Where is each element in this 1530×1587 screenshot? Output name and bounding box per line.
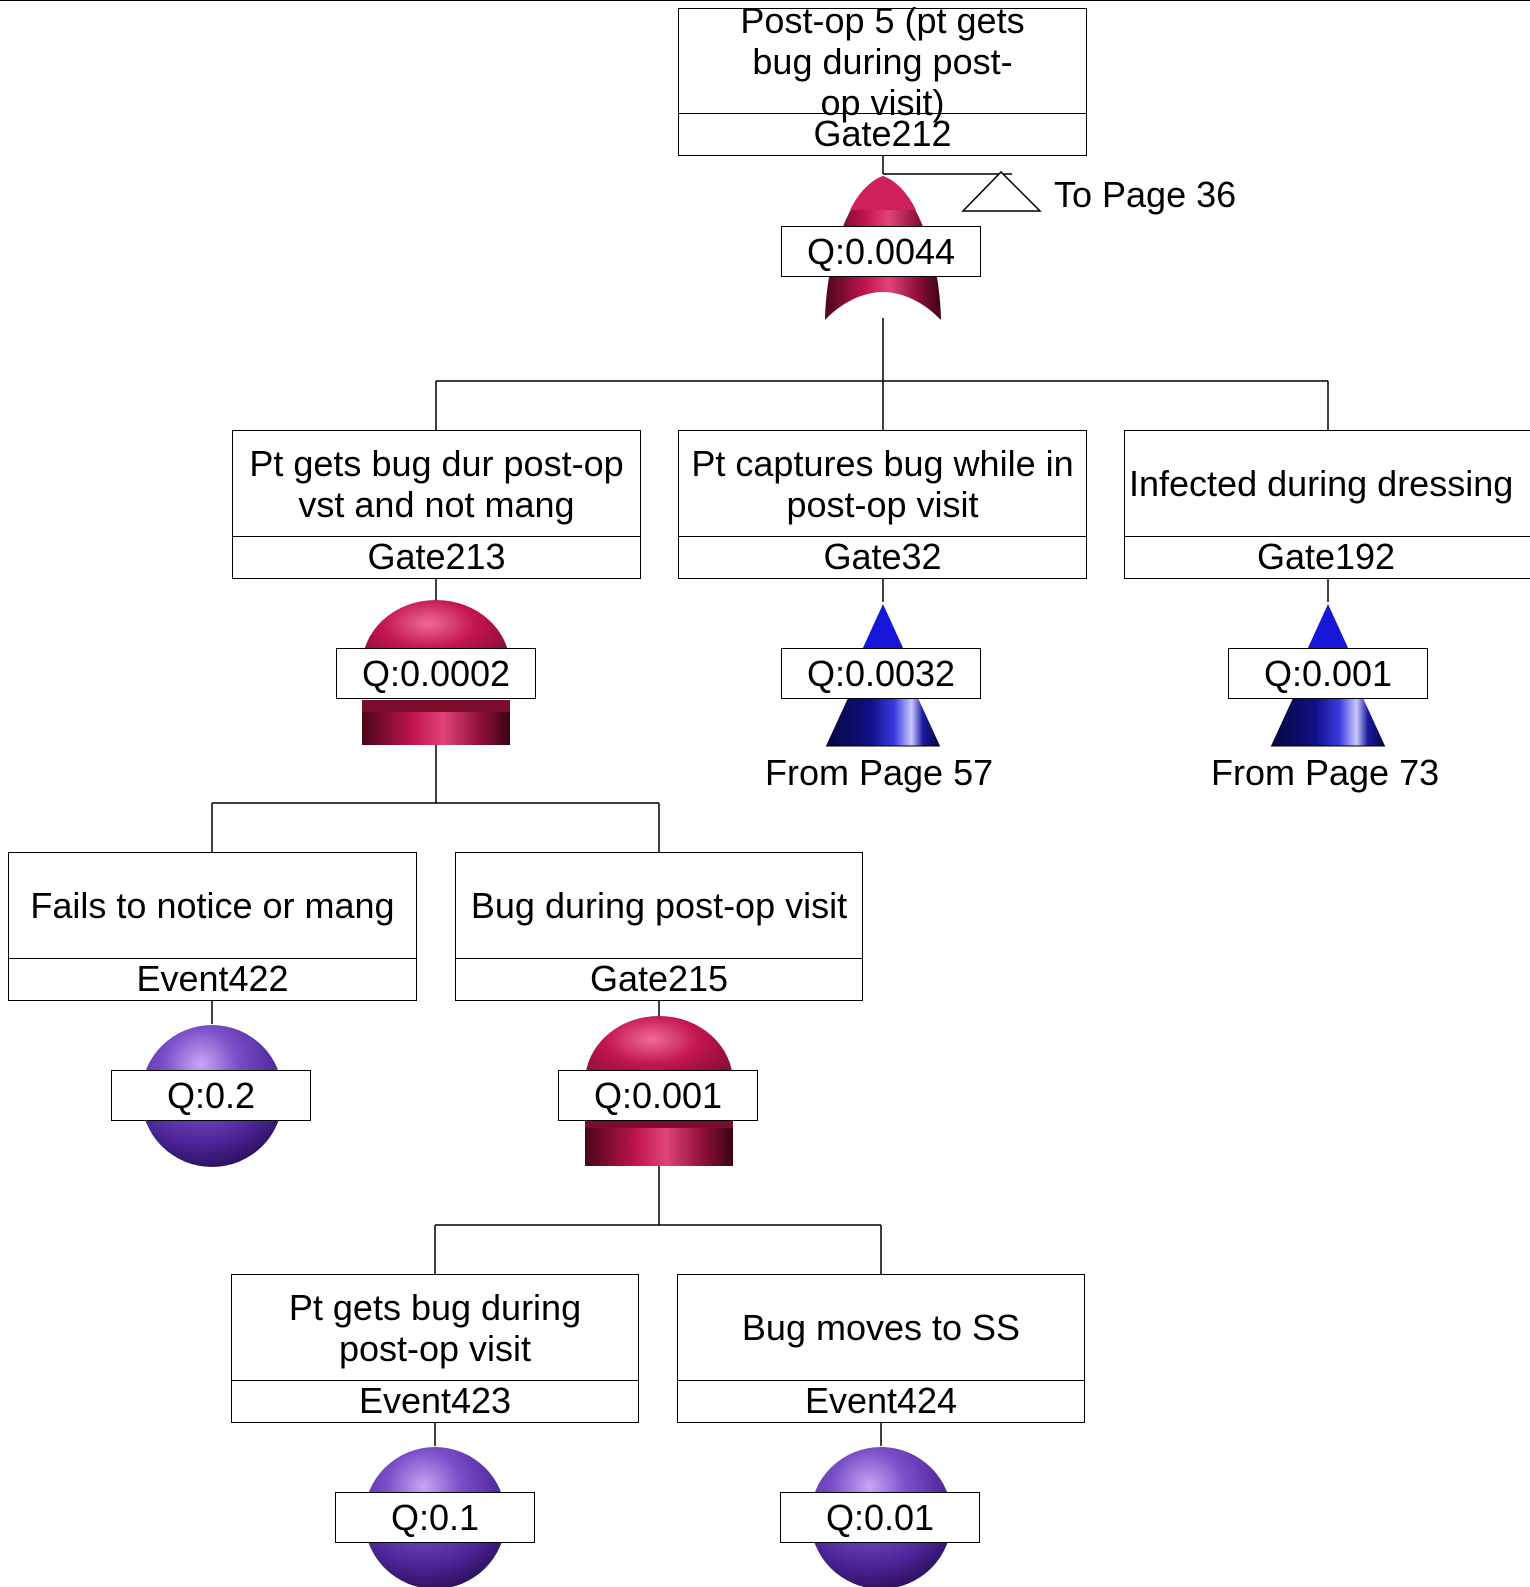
probability-label: Q:0.0002 [336,648,536,699]
transfer-out-label: To Page 36 [1054,174,1237,215]
transfer-in-label: From Page 73 [1211,752,1440,793]
node-description: Pt captures bug while in post-op visit [679,431,1086,537]
probability-label: Q:0.1 [335,1492,535,1543]
top-border [0,0,1530,1]
connector-lines [211,155,1329,1446]
node-id: Gate32 [823,535,942,577]
node-description: Pt gets bug during post-op visit [232,1275,638,1381]
node-description: Infected during dressing [1125,431,1530,537]
probability-label: Q:0.001 [558,1070,758,1121]
probability-label: Q:0.0032 [781,648,981,699]
node-id: Gate213 [367,535,506,577]
transfer-in-label: From Page 57 [765,752,994,793]
node-description: Bug moves to SS [678,1275,1084,1381]
gate-node-gate32[interactable]: Pt captures bug while in post-op visit G… [678,430,1087,579]
node-id: Gate212 [813,112,952,154]
event-node-event422[interactable]: Fails to notice or mang Event422 [8,852,417,1001]
node-description: Post-op 5 (pt gets bug during post-op vi… [679,0,1086,123]
node-id: Gate192 [1256,535,1396,577]
event-node-event424[interactable]: Bug moves to SS Event424 [677,1274,1085,1423]
node-id: Event424 [804,1379,958,1421]
node-id: Event422 [136,957,289,999]
probability-label: Q:0.0044 [781,226,981,277]
transfer-out-triangle-icon [961,170,1042,212]
node-description: Pt gets bug dur post-op vst and not mang [233,431,640,537]
probability-label: Q:0.001 [1228,648,1428,699]
node-id: Event423 [358,1379,512,1421]
node-description: Fails to notice or mang [9,853,416,959]
gate-node-gate213[interactable]: Pt gets bug dur post-op vst and not mang… [232,430,641,579]
probability-label: Q:0.01 [780,1492,980,1543]
transfer-in-triangle-icon [1271,604,1385,747]
gate-node-gate192[interactable]: Infected during dressing Gate192 [1124,430,1530,579]
transfer-in-triangle-icon [826,604,940,747]
gate-node-gate215[interactable]: Bug during post-op visit Gate215 [455,852,863,1001]
node-id: Gate215 [589,957,729,999]
event-node-event423[interactable]: Pt gets bug during post-op visit Event42… [231,1274,639,1423]
probability-label: Q:0.2 [111,1070,311,1121]
node-description: Bug during post-op visit [456,853,862,959]
gate-node-gate212[interactable]: Post-op 5 (pt gets bug during post-op vi… [678,0,1087,156]
